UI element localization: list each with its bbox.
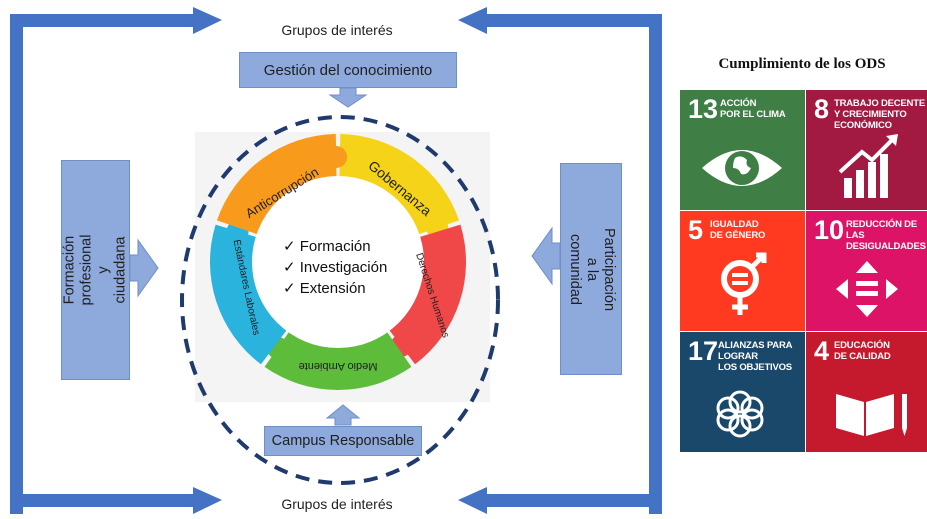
- sdg-number: 13: [688, 94, 719, 124]
- sdg-number: 4: [814, 336, 830, 366]
- sdg-text: TRABAJO DECENTE Y CRECIMIENTO ECONÓMICO: [834, 98, 925, 131]
- sdg-text: IGUALDAD DE GÉNERO: [710, 219, 766, 241]
- sdg-tile-4: 4 EDUCACIÓN DE CALIDAD: [806, 332, 927, 452]
- wheel: [209, 134, 467, 390]
- top-right-bar: [485, 14, 662, 27]
- sdg-text: REDUCCIÓN DE LAS DESIGUALDADES: [846, 219, 926, 252]
- right-box-arrow: [531, 226, 561, 286]
- left-frame-bar: [10, 14, 23, 514]
- check-icon: ✓: [283, 238, 296, 255]
- top-stakeholders-label: Grupos de interés: [281, 22, 393, 38]
- bottom-stakeholders-label: Grupos de interés: [281, 496, 393, 512]
- sdg-text: ACCIÓN POR EL CLIMA: [720, 98, 786, 120]
- right-community-box: Participación a la comunidad: [560, 163, 622, 375]
- center-checklist: ✓ Formación ✓ Investigación ✓ Extensión: [283, 236, 413, 299]
- left-box-arrow: [129, 238, 159, 298]
- list-item-label: Extensión: [299, 280, 366, 297]
- sdg-panel-title: Cumplimiento de los ODS: [718, 56, 886, 72]
- right-frame-bar: [649, 14, 662, 514]
- bottom-right-arrowhead: [458, 487, 487, 514]
- top-right-arrowhead: [458, 7, 487, 34]
- segment-governance: [339, 134, 460, 236]
- list-item: ✓ Extensión: [283, 278, 413, 299]
- sdg-number: 5: [688, 215, 704, 245]
- sdg-number: 17: [688, 336, 719, 366]
- book-pencil-icon: [836, 394, 907, 436]
- bottom-left-bar: [10, 494, 195, 507]
- frame-arrows: [10, 7, 662, 514]
- campus-box: Campus Responsable: [264, 426, 422, 456]
- bottom-left-arrowhead: [193, 487, 222, 514]
- sdg-tile-13: 13 ACCIÓN POR EL CLIMA: [680, 90, 805, 210]
- knowledge-down-arrow: [328, 87, 368, 108]
- check-icon: ✓: [283, 280, 296, 297]
- knowledge-box: Gestión del conocimiento: [239, 52, 457, 88]
- sdg-number: 8: [814, 94, 830, 124]
- dashed-ellipse: [180, 115, 500, 485]
- flower-rings-icon: [716, 390, 764, 438]
- sdg-tile-10: 10 REDUCCIÓN DE LAS DESIGUALDADES: [806, 211, 927, 331]
- eye-globe-icon: [702, 150, 782, 186]
- list-item-label: Investigación: [299, 259, 388, 276]
- segment-labor-standards: [209, 224, 289, 365]
- sdg-text: ALIANZAS PARA LOGRAR LOS OBJETIVOS: [718, 340, 793, 373]
- growth-chart-icon: [838, 134, 898, 198]
- sdg-tile-17: 17 ALIANZAS PARA LOGRAR LOS OBJETIVOS: [680, 332, 805, 452]
- list-item: ✓ Formación: [283, 236, 413, 257]
- left-training-label: Formación profesional y ciudadana: [61, 234, 129, 306]
- list-item-label: Formación: [299, 238, 371, 255]
- wheel-center: [252, 176, 424, 348]
- top-left-arrowhead: [193, 7, 222, 34]
- sdg-tile-8: 8 TRABAJO DECENTE Y CRECIMIENTO ECONÓMIC…: [806, 90, 927, 210]
- bottom-right-bar: [485, 494, 662, 507]
- segment-environment: [264, 329, 412, 390]
- top-left-bar: [10, 14, 195, 27]
- segment-anticorruption: [216, 134, 337, 236]
- segment-human-rights: [387, 224, 467, 365]
- gender-equality-icon: [721, 252, 767, 315]
- puzzle-knob: [325, 146, 348, 169]
- check-icon: ✓: [283, 259, 296, 276]
- campus-up-arrow: [325, 404, 361, 426]
- equality-arrows-icon: [836, 261, 898, 317]
- right-community-label: Participación a la comunidad: [566, 227, 617, 311]
- sdg-tile-5: 5 IGUALDAD DE GÉNERO: [680, 211, 805, 331]
- left-training-box: Formación profesional y ciudadana: [61, 160, 130, 380]
- list-item: ✓ Investigación: [283, 257, 413, 278]
- segment-label-environment: Medio Ambiente: [298, 360, 378, 372]
- sdg-text: EDUCACIÓN DE CALIDAD: [834, 340, 891, 362]
- sdg-number: 10: [814, 215, 845, 245]
